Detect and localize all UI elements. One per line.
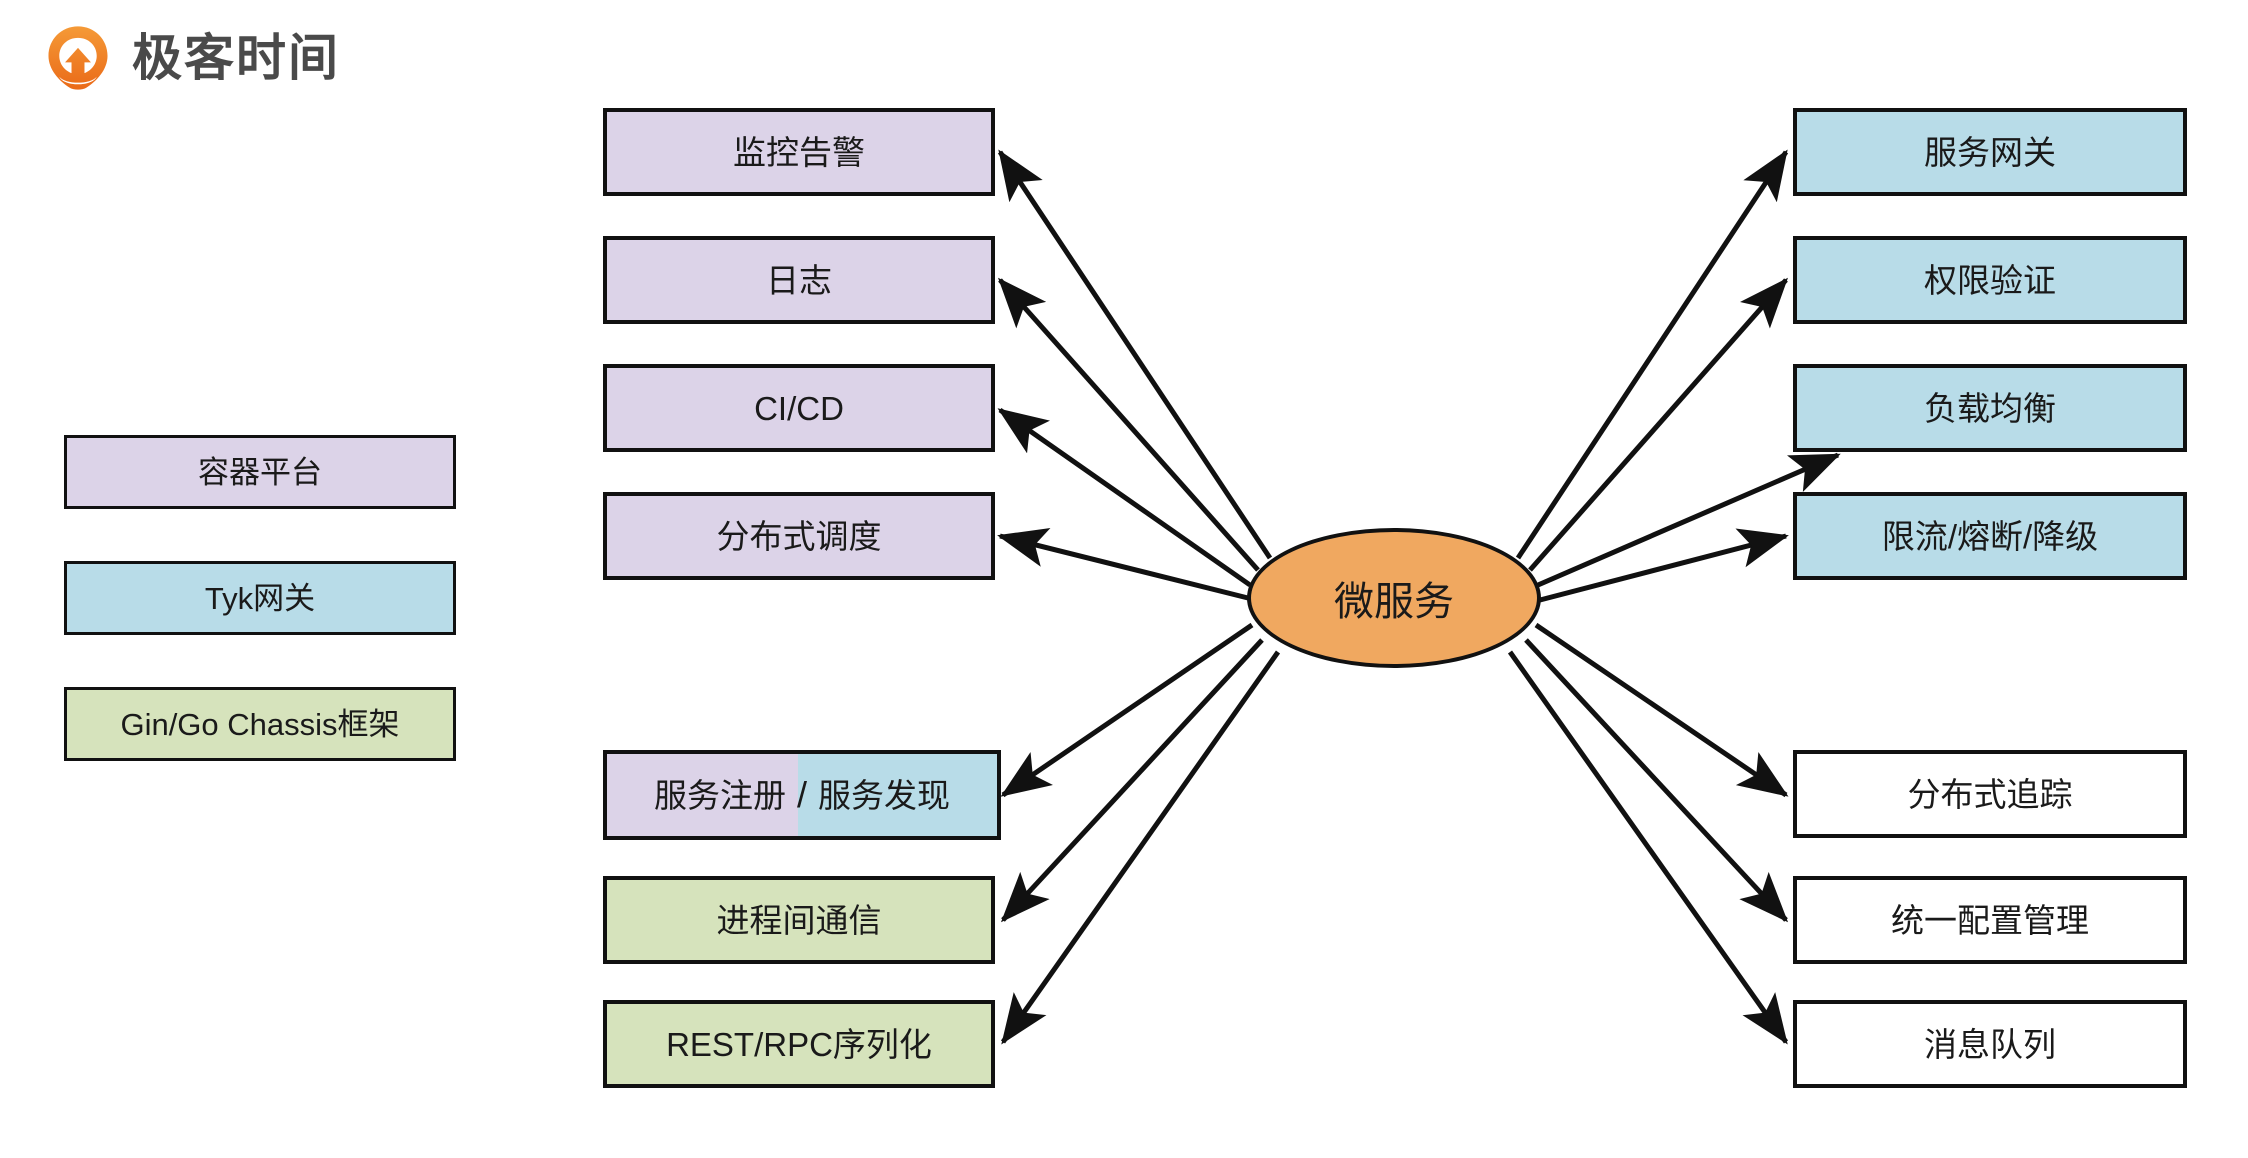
node-authorization[interactable]: 权限验证 xyxy=(1793,236,2187,324)
node-label: 进程间通信 xyxy=(716,901,882,939)
node-label: 负载均衡 xyxy=(1924,389,2056,427)
node-label: 权限验证 xyxy=(1924,261,2056,299)
edge-to-rate-limit-circuit xyxy=(1539,528,1789,603)
node-label: 统一配置管理 xyxy=(1891,901,2089,939)
node-label: 分布式追踪 xyxy=(1907,775,2073,813)
edge-to-message-queue xyxy=(1507,650,1789,1045)
edge-group xyxy=(997,149,1841,1045)
node-distributed-tracing[interactable]: 分布式追踪 xyxy=(1793,750,2187,838)
edge-to-monitoring-alerting xyxy=(997,149,1273,560)
edge-to-service-gateway xyxy=(1515,149,1789,560)
node-label: REST/RPC序列化 xyxy=(666,1025,932,1063)
brand-logo: 极客时间 xyxy=(42,22,340,94)
brand-name: 极客时间 xyxy=(132,30,340,86)
node-label: 服务网关 xyxy=(1924,133,2056,171)
edge-to-inter-process-comm xyxy=(1000,638,1264,923)
node-label: 服务注册 xyxy=(654,776,786,814)
node-label: 监控告警 xyxy=(733,133,865,171)
edge-to-service-registry xyxy=(1000,622,1254,798)
node-label: 日志 xyxy=(766,261,832,299)
node-service-gateway[interactable]: 服务网关 xyxy=(1793,108,2187,196)
edge-to-distributed-tracing xyxy=(1534,622,1789,798)
node-microservices-center[interactable]: 微服务 xyxy=(1247,528,1541,668)
edge-to-load-balancing xyxy=(1537,452,1841,588)
node-service-discovery-half[interactable]: 服务发现 xyxy=(798,754,997,836)
edge-to-authorization xyxy=(1528,277,1788,572)
node-rest-rpc-serialization[interactable]: REST/RPC序列化 xyxy=(603,1000,995,1088)
node-service-registry-half[interactable]: 服务注册 xyxy=(607,754,798,836)
edge-to-unified-config xyxy=(1524,638,1789,923)
edge-to-ci-cd xyxy=(997,407,1252,588)
node-label: CI/CD xyxy=(754,389,844,427)
node-unified-config-management[interactable]: 统一配置管理 xyxy=(1793,876,2187,964)
edge-to-rest-rpc-serialization xyxy=(1000,650,1281,1045)
node-ci-cd[interactable]: CI/CD xyxy=(603,364,995,452)
node-label: 微服务 xyxy=(1334,580,1454,624)
node-inter-process-communication[interactable]: 进程间通信 xyxy=(603,876,995,964)
geektime-logo-icon xyxy=(48,26,108,90)
node-distributed-scheduling[interactable]: 分布式调度 xyxy=(603,492,995,580)
node-service-registry-discovery[interactable]: 服务注册 服务发现 / xyxy=(603,750,1001,840)
node-label: 服务发现 xyxy=(818,776,950,814)
edge-to-logging xyxy=(998,277,1260,572)
node-logging[interactable]: 日志 xyxy=(603,236,995,324)
node-label: 分布式调度 xyxy=(716,517,882,555)
node-rate-limit-circuit-breaker-degradation[interactable]: 限流/熔断/降级 xyxy=(1793,492,2187,580)
node-split-divider: / xyxy=(796,774,808,815)
node-load-balancing[interactable]: 负载均衡 xyxy=(1793,364,2187,452)
node-label: 消息队列 xyxy=(1924,1025,2056,1063)
edge-to-distributed-scheduling xyxy=(997,527,1249,601)
node-monitoring-alerting[interactable]: 监控告警 xyxy=(603,108,995,196)
node-label: 限流/熔断/降级 xyxy=(1881,517,2099,555)
node-message-queue[interactable]: 消息队列 xyxy=(1793,1000,2187,1088)
